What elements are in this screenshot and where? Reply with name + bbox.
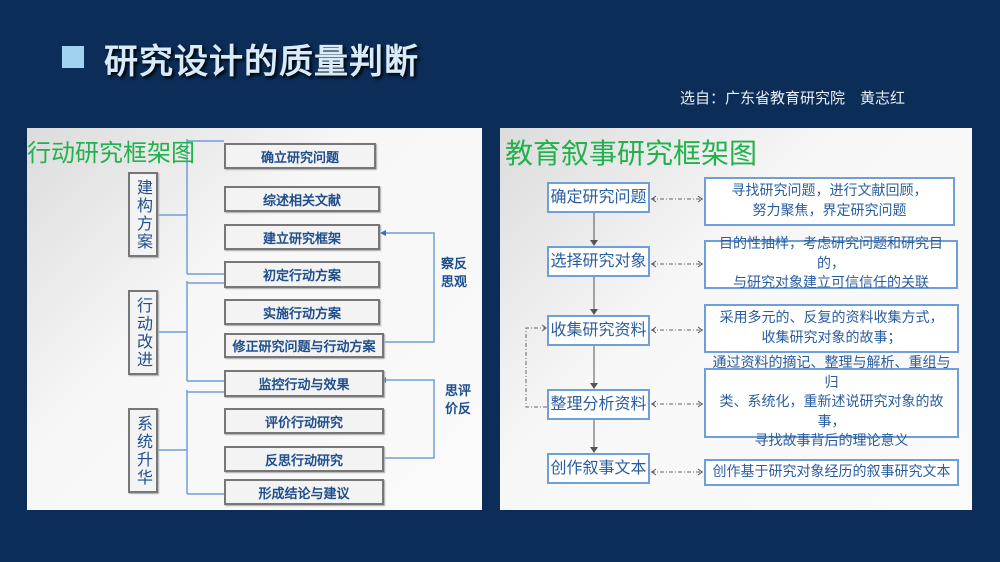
step-box: 选择研究对象 <box>547 246 650 277</box>
step-box: 创作叙事文本 <box>547 453 650 484</box>
source-caption: 选自：广东省教育研究院 黄志红 <box>680 89 906 107</box>
diagram-title: 行动研究框架图 <box>27 139 195 167</box>
detail-box: 通过资料的摘记、整理与解析、重组与归 类、系统化，重新述说研究对象的故事， 寻找… <box>704 355 959 449</box>
step-box: 修正研究问题与行动方案 <box>224 333 384 358</box>
detail-box: 目的性抽样，考虑研究问题和研究目的， 与研究对象建立可信信任的关联 <box>704 236 958 291</box>
detail-box: 采用多元的、反复的资料收集方式， 收集研究对象的故事； <box>704 304 959 353</box>
step-box: 监控行动与效果 <box>224 370 384 397</box>
narrative-research-diagram: 教育叙事研究框架图 确定研究问题 选择研究对象 收集研究资料 整理分析资料 创作… <box>500 128 972 510</box>
step-box: 初定行动方案 <box>224 261 380 288</box>
diagram-title: 教育叙事研究框架图 <box>505 137 758 170</box>
connector-lines <box>158 139 435 495</box>
connector-lines <box>525 195 703 476</box>
step-box: 整理分析资料 <box>547 389 650 420</box>
group-box: 系统升华 <box>128 408 158 493</box>
loop-label: 察反思观 <box>441 257 468 290</box>
step-box: 形成结论与建议 <box>224 479 384 505</box>
group-box: 建构方案 <box>128 172 158 257</box>
group-box: 行动改进 <box>128 290 158 375</box>
loop-label: 思评价反 <box>445 384 472 417</box>
step-box: 评价行动研究 <box>224 408 384 434</box>
step-box: 确定研究问题 <box>547 182 650 213</box>
step-box: 反思行动研究 <box>224 446 384 472</box>
page-title: 研究设计的质量判断 <box>104 42 419 82</box>
detail-box: 寻找研究问题，进行文献回顾， 努力聚焦，界定研究问题 <box>704 177 955 226</box>
step-box: 收集研究资料 <box>547 315 650 346</box>
step-box: 建立研究框架 <box>224 224 380 250</box>
step-box: 确立研究问题 <box>224 143 376 169</box>
step-box: 综述相关文献 <box>224 186 380 212</box>
action-research-diagram: 行动研究框架图 建构方案 行动改进 系统升华 确立研究问题 综述相关文献 建立研… <box>27 128 482 510</box>
detail-box: 创作基于研究对象经历的叙事研究文本 <box>704 459 959 486</box>
step-box: 实施行动方案 <box>224 299 380 325</box>
title-bullet <box>62 46 84 68</box>
